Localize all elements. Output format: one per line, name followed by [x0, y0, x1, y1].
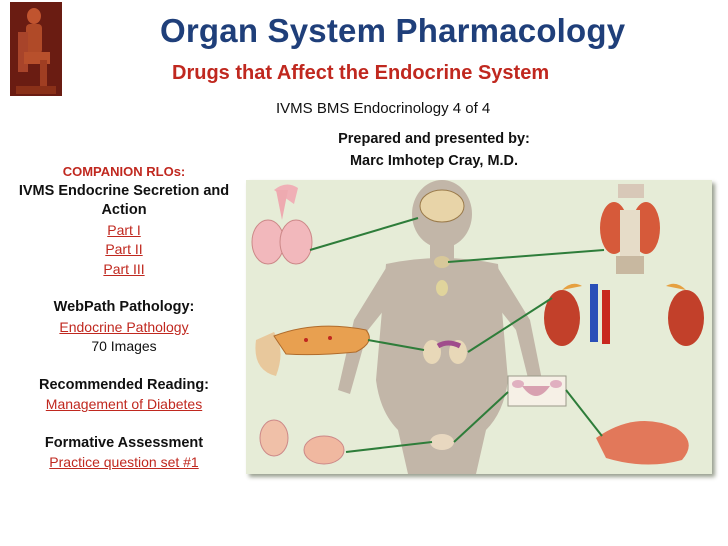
page-title: Organ System Pharmacology	[160, 12, 626, 49]
course-label: IVMS BMS Endocrinology 4 of 4	[276, 100, 491, 117]
testis-icon	[259, 419, 345, 465]
endocrine-system-illustration	[246, 180, 712, 474]
brain-icon	[419, 189, 465, 223]
presenter-block: Prepared and presented by: Marc Imhotep …	[300, 128, 568, 172]
link-part-3[interactable]: Part III	[103, 260, 145, 277]
presenter-name: Marc Imhotep Cray, M.D.	[349, 153, 519, 169]
pituitary-icon	[251, 184, 313, 265]
link-part-1[interactable]: Part I	[107, 221, 141, 238]
companion-title: IVMS Endocrine Secretion and Action	[18, 182, 230, 219]
webpath-count: 70 Images	[91, 338, 157, 354]
pancreas-icon	[255, 325, 370, 376]
imhotep-statue-icon	[10, 2, 62, 96]
kidney-icon	[544, 283, 704, 346]
page-subtitle: Drugs that Affect the Endocrine System	[172, 62, 550, 84]
link-practice-question-set[interactable]: Practice question set #1	[49, 454, 199, 470]
link-endocrine-pathology[interactable]: Endocrine Pathology	[59, 318, 189, 335]
webpath-heading: WebPath Pathology:	[53, 299, 195, 315]
connector-lines	[309, 217, 605, 453]
link-management-of-diabetes[interactable]: Management of Diabetes	[45, 396, 203, 412]
reading-heading: Recommended Reading:	[39, 376, 209, 393]
assessment-heading: Formative Assessment	[44, 434, 204, 451]
prepared-label: Prepared and presented by:	[338, 131, 530, 147]
companion-heading: COMPANION RLOs:	[62, 164, 186, 179]
resource-sidebar: COMPANION RLOs: IVMS Endocrine Secretion…	[12, 162, 236, 473]
ovary-icon	[507, 375, 567, 407]
body-silhouette	[338, 180, 544, 474]
link-part-2[interactable]: Part II	[105, 241, 143, 257]
thyroid-icon	[600, 184, 660, 274]
placenta-icon	[596, 420, 689, 465]
